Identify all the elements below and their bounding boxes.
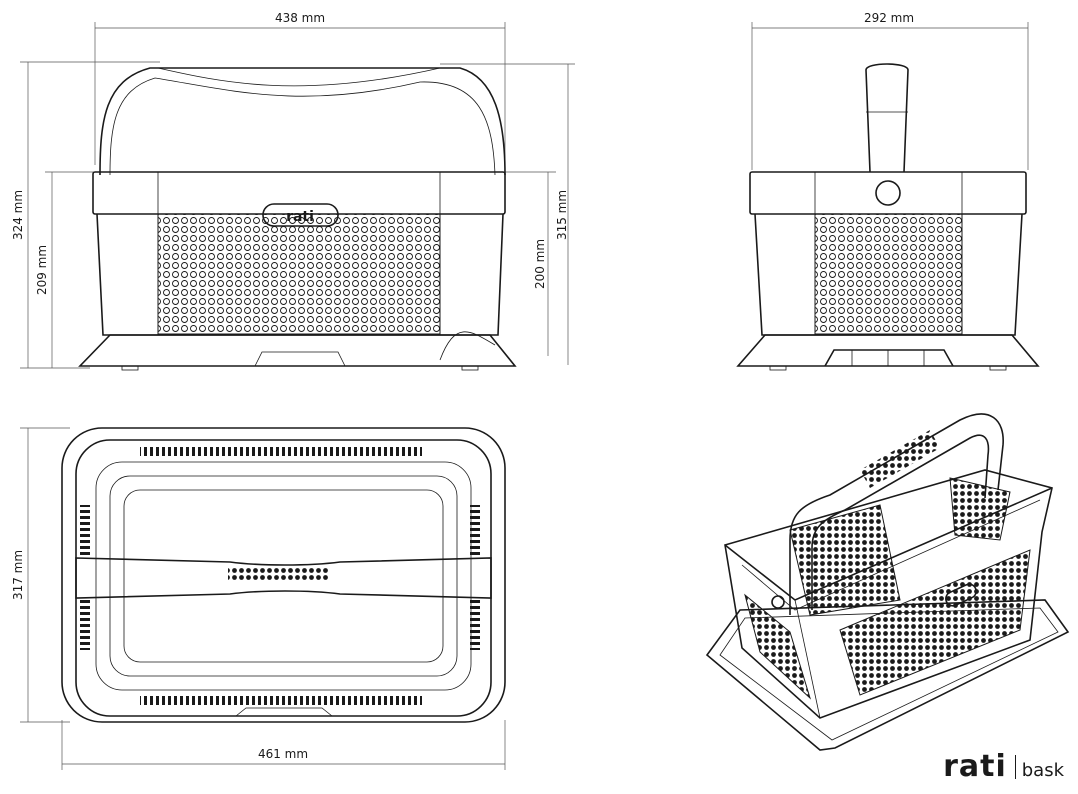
front-view [20,22,575,371]
isometric-view [705,413,1070,751]
front-body-height-label: 209 mm [35,245,49,295]
front-width-label: 438 mm [275,11,325,25]
front-inner-height-label: 200 mm [533,239,547,289]
side-view [736,22,1040,371]
brand-separator [1014,755,1016,779]
brand-model-name: bask [1021,760,1064,781]
front-total-height-label: 324 mm [11,190,25,240]
front-side-height-label: 315 mm [555,190,569,240]
top-depth-label: 317 mm [11,550,25,600]
top-width-label: 461 mm [258,747,308,761]
brand-mark: rati bask [943,752,1064,782]
top-view [20,427,506,770]
front-badge-text: rati [286,209,314,225]
side-width-label: 292 mm [864,11,914,25]
brand-logo: rati [943,749,1007,784]
